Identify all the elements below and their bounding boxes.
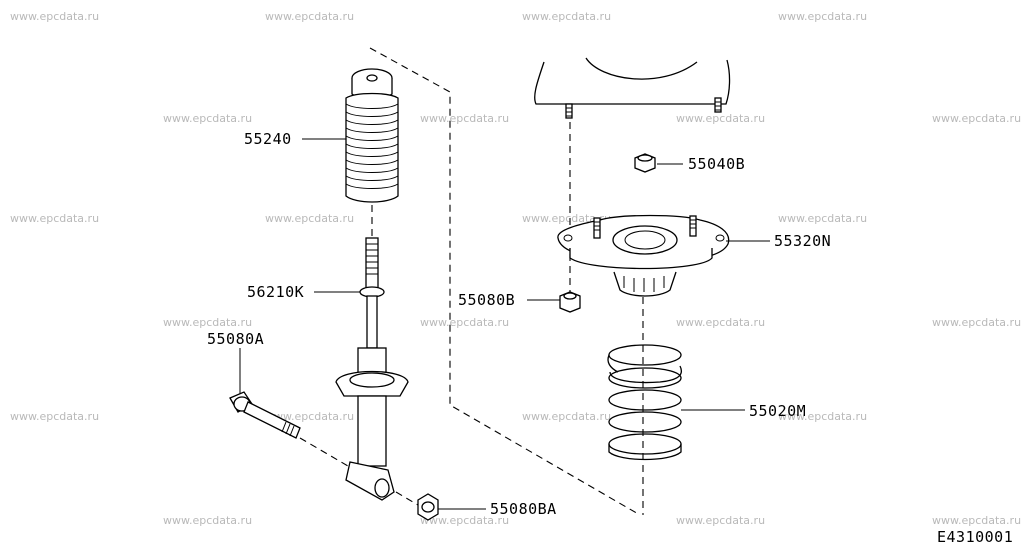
part-label-lower-mount-nut: 55080B [458,291,516,309]
assembly-outline [299,47,644,516]
watermark-text: www.epcdata.ru [163,112,253,125]
watermark-text: www.epcdata.ru [932,112,1022,125]
part-label-bump-boot: 55240 [244,130,292,148]
part-label-strut-mount: 55320N [774,232,832,250]
watermark-text: www.epcdata.ru [778,212,868,225]
figure-code: E4310001 [937,528,1014,546]
watermark-text: www.epcdata.ru [932,514,1022,527]
lower-bolt-drawing [229,391,301,439]
watermark-text: www.epcdata.ru [420,514,510,527]
part-label-lower-bolt: 55080A [207,330,265,348]
watermark-text: www.epcdata.ru [163,514,253,527]
lower-nut-drawing [417,493,439,521]
coil-spring-drawing [607,344,683,461]
watermark-text: www.epcdata.ru [10,212,100,225]
watermark-text: www.epcdata.ru [676,514,766,527]
watermark-text: www.epcdata.ru [265,10,355,23]
watermark-text: www.epcdata.ru [265,212,355,225]
mount-nut-lower-drawing [559,291,581,313]
part-label-stud-bolt: 56210K [247,283,305,301]
leader-lines [239,138,770,510]
watermark-text: www.epcdata.ru [10,10,100,23]
body-panel [534,57,731,119]
watermark-text: www.epcdata.ru [778,410,868,423]
part-label-coil-spring: 55020M [749,402,807,420]
watermark-text: www.epcdata.ru [522,410,612,423]
upper-nut-drawing [634,153,656,173]
shock-absorber-drawing [335,237,409,501]
part-label-lower-nut: 55080BA [490,500,557,518]
watermark-text: www.epcdata.ru [420,112,510,125]
bump-boot-drawing [345,68,399,203]
watermark-text: www.epcdata.ru [163,316,253,329]
watermark-text: www.epcdata.ru [265,410,355,423]
watermark-text: www.epcdata.ru [522,10,612,23]
watermark-text: www.epcdata.ru [932,316,1022,329]
watermark-text: www.epcdata.ru [420,316,510,329]
strut-mount-drawing [557,214,730,297]
watermark-text: www.epcdata.ru [676,316,766,329]
watermark-text: www.epcdata.ru [778,10,868,23]
watermark-text: www.epcdata.ru [10,410,100,423]
watermark-text: www.epcdata.ru [676,112,766,125]
part-label-upper-nut: 55040B [688,155,746,173]
